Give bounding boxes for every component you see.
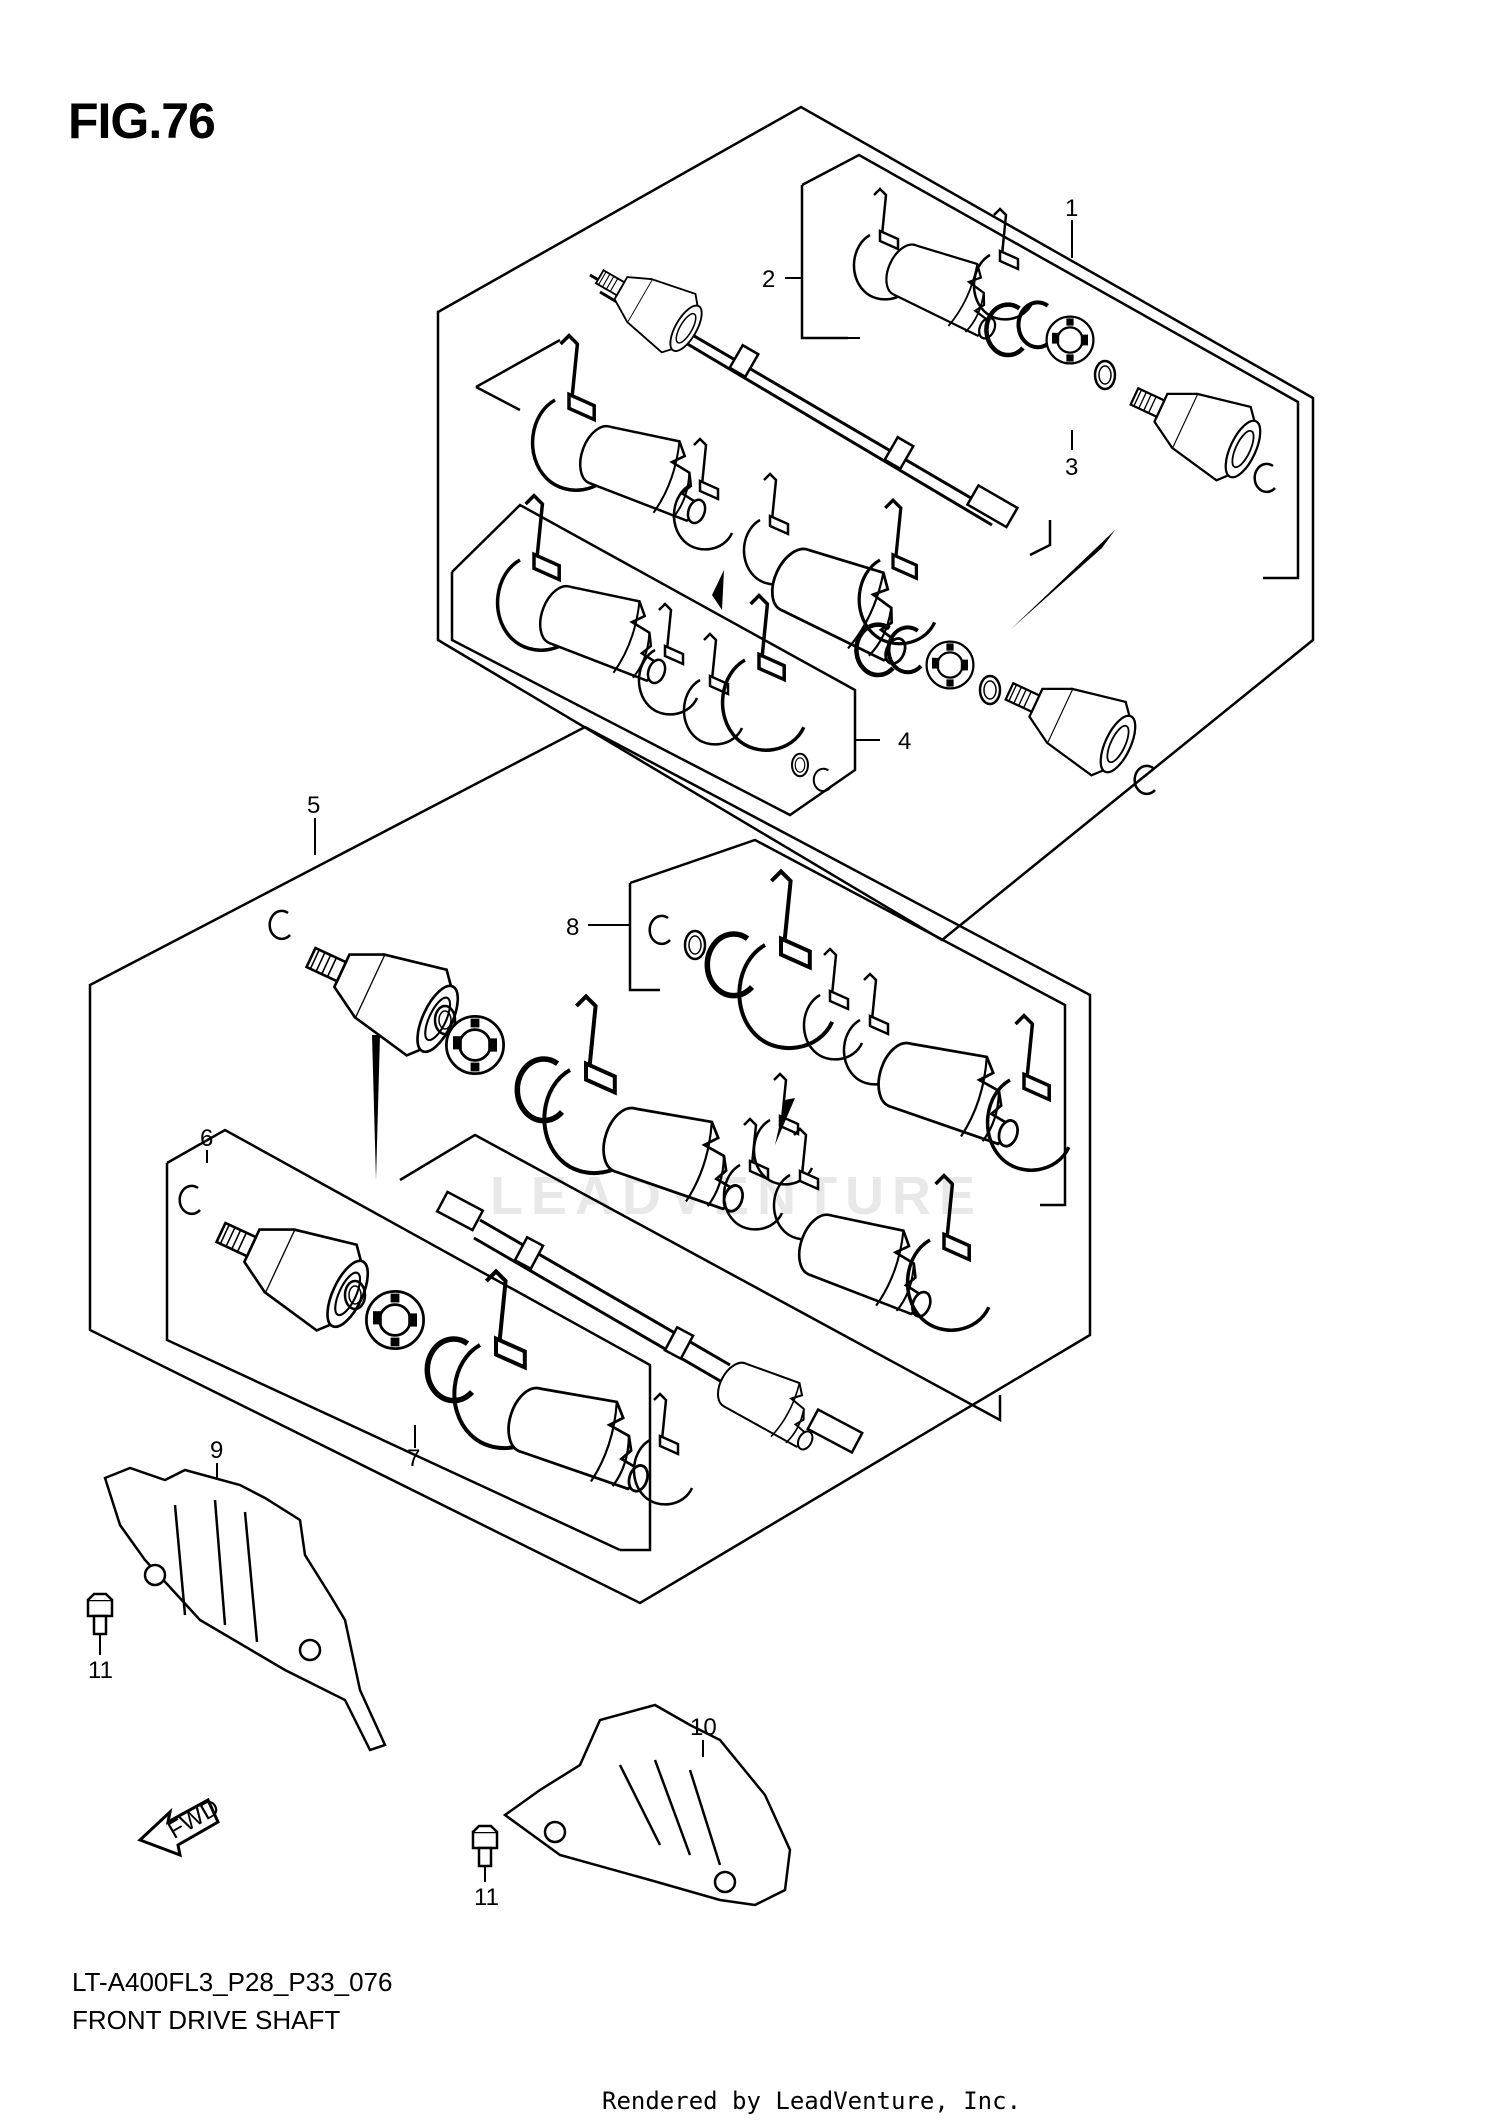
callout-3: 3: [1065, 454, 1078, 481]
front-guard-left: [103, 1466, 387, 1752]
rendered-by-credit: Rendered by LeadVenture, Inc.: [602, 2087, 1022, 2115]
boot-kit-frame-6: [165, 1128, 652, 1552]
callout-11-right: 11: [474, 1884, 499, 1911]
callout-2: 2: [762, 266, 775, 293]
boot-kit-frame-upper: [475, 338, 1052, 557]
model-code: LT-A400FL3_P28_P33_076: [72, 1967, 393, 1997]
callout-labels: 1 2 3 4 5 6 7 8 9 10 11 11: [88, 195, 1078, 1911]
fwd-arrow-icon: FWD: [137, 1794, 224, 1858]
bolt-right: [471, 1824, 499, 1868]
callout-7: 7: [407, 1445, 420, 1472]
callout-8: 8: [566, 914, 579, 941]
callout-9: 9: [210, 1437, 223, 1464]
assembly-pointer-lower-left: [372, 1035, 380, 1180]
callout-leaders: [99, 220, 1073, 1882]
callout-1: 1: [1065, 195, 1078, 222]
callout-4: 4: [898, 728, 911, 755]
bolt-left: [86, 1592, 114, 1636]
callout-10: 10: [690, 1714, 717, 1741]
upper-assembly-frame: [436, 105, 1315, 942]
lower-assembly-frame: [88, 725, 1092, 1605]
assembly-pointer-lower-right: [775, 1098, 795, 1145]
assembly-pointer-upper: [1010, 530, 1115, 630]
boot-kit-frame-4: [450, 503, 857, 817]
callout-11-left: 11: [88, 1657, 113, 1684]
figure-title: FIG.76: [68, 93, 216, 149]
callout-5: 5: [307, 792, 320, 819]
lower-drive-shaft: [435, 1190, 864, 1456]
upper-drive-shaft: [581, 247, 1020, 529]
callout-6: 6: [200, 1125, 213, 1152]
diagram-title: FRONT DRIVE SHAFT: [72, 2005, 341, 2035]
outer-joint-kit-frame: [800, 153, 1300, 580]
front-guard-right: [502, 1703, 792, 1907]
assembly-pointer-mid: [712, 570, 724, 610]
boot-kit-frame-lower-shaft: [399, 1133, 1002, 1423]
boot-kit-frame-8: [628, 838, 1067, 1207]
